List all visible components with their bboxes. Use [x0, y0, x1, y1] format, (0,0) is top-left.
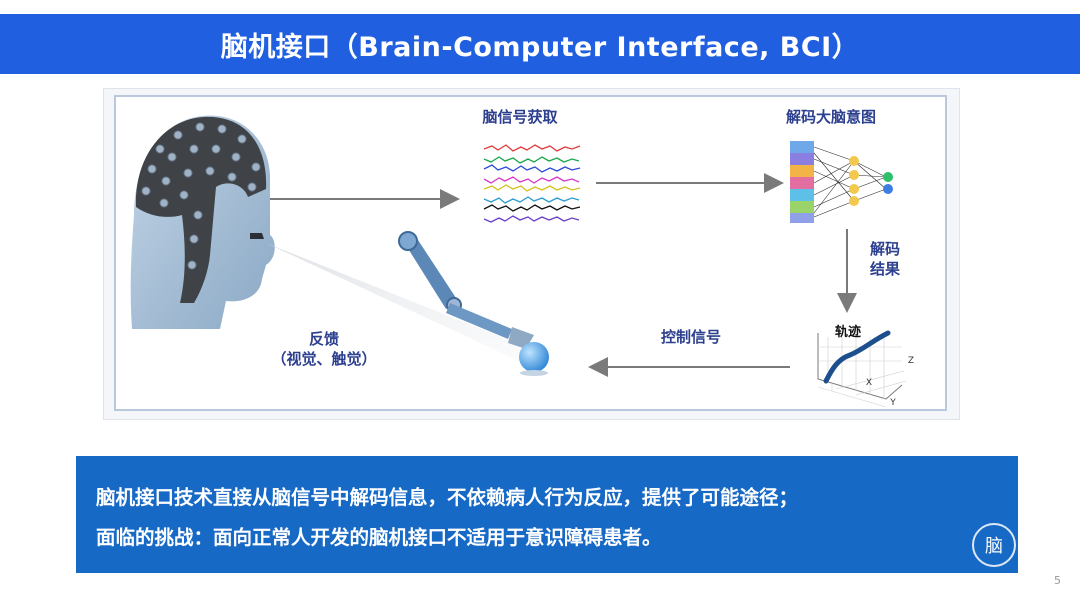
summary-callout-box: 脑机接口技术直接从脑信号中解码信息，不依赖病人行为反应，提供了可能途径； 面临的…	[76, 456, 1018, 573]
robotic-arm-icon	[398, 231, 549, 376]
bci-diagram-figure: 脑信号获取 解码大脑意图 解码 结果 轨迹 X Y Z 控制信号 反馈 （视觉、…	[103, 88, 960, 420]
summary-line-2: 面临的挑战：面向正常人开发的脑机接口不适用于意识障碍患者。	[96, 526, 662, 549]
slide-title-bar: 脑机接口（Brain-Computer Interface, BCI）	[0, 14, 1080, 74]
slide-title: 脑机接口（Brain-Computer Interface, BCI）	[220, 31, 860, 63]
bci-diagram-graphics	[130, 115, 907, 408]
head-with-eeg-cap-icon	[130, 115, 275, 329]
brain-logo-icon: 脑	[972, 523, 1016, 567]
neural-network-decoder-icon	[790, 141, 893, 223]
decode-result-label-line2: 结果	[869, 260, 900, 278]
trajectory-3d-plot	[817, 330, 907, 408]
page-number: 5	[1054, 574, 1061, 587]
feedback-label: 反馈	[308, 330, 339, 348]
brain-logo-glyph: 脑	[985, 536, 1003, 557]
summary-line-1: 脑机接口技术直接从脑信号中解码信息，不依赖病人行为反应，提供了可能途径；	[96, 486, 799, 509]
trajectory-axis-y-label: Y	[890, 398, 896, 408]
feedback-detail-label: （视觉、触觉）	[271, 350, 377, 368]
signal-acquisition-label: 脑信号获取	[482, 108, 558, 126]
trajectory-label: 轨迹	[834, 325, 861, 340]
trajectory-axis-z-label: Z	[907, 356, 915, 366]
decode-intent-label: 解码大脑意图	[785, 108, 876, 126]
trajectory-axis-x-label: X	[865, 378, 873, 388]
vision-beam	[266, 243, 536, 369]
bci-diagram-frame: 脑信号获取 解码大脑意图 解码 结果 轨迹 X Y Z 控制信号 反馈 （视觉、…	[114, 95, 947, 411]
decode-result-label-line1: 解码	[869, 240, 900, 258]
eeg-signal-waves	[483, 144, 581, 223]
control-signal-label: 控制信号	[660, 328, 721, 346]
